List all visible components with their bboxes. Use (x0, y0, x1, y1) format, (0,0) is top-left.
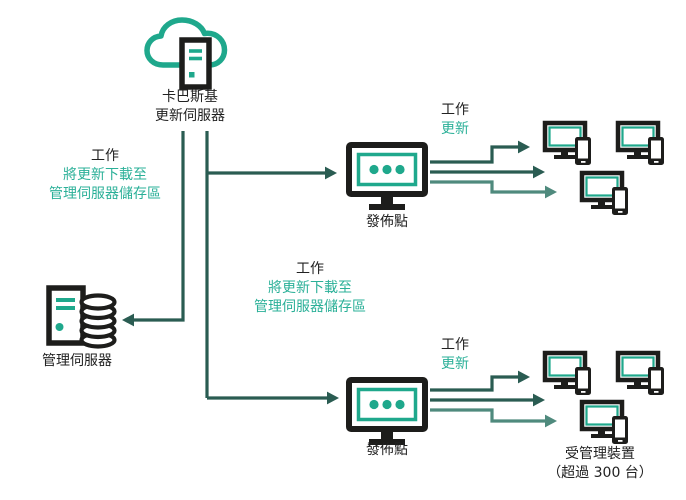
admin-server-label: 管理伺服器 (42, 353, 112, 369)
monitor-dots-icon (346, 377, 428, 445)
desktop-with-phone-icon (542, 120, 591, 165)
cloud-server-icon (144, 17, 228, 90)
kaspersky-label-line1: 卡巴斯基 (162, 89, 218, 105)
desktop-with-phone-icon (542, 350, 591, 395)
desktop-with-phone-icon (615, 120, 664, 165)
managed-devices-label-line2: （超過 300 台） (547, 465, 653, 481)
task-left: 工作 將更新下載至 管理伺服器儲存區 (15, 147, 195, 204)
task-top-right-line1: 更新 (441, 121, 469, 137)
task-bottom-right-title: 工作 (441, 337, 469, 353)
desktop-with-phone-icon (579, 170, 628, 215)
arrowhead-to-admin-server (122, 313, 134, 327)
task-left-line2: 管理伺服器儲存區 (49, 186, 161, 202)
task-middle-line2: 管理伺服器儲存區 (254, 299, 366, 315)
task-middle: 工作 將更新下載至 管理伺服器儲存區 (230, 260, 390, 317)
arrowhead-to-bottom-distribution-point (327, 391, 339, 405)
task-top-right-title: 工作 (441, 102, 469, 118)
task-bottom-right: 工作 更新 (420, 336, 490, 374)
desktop-with-phone-icon (579, 399, 628, 444)
desktop-with-phone-icon (615, 350, 664, 395)
task-left-line1: 將更新下載至 (63, 167, 147, 183)
task-middle-title: 工作 (296, 261, 324, 277)
edges-bottom-dp-to-devices (430, 370, 557, 428)
task-top-right: 工作 更新 (420, 101, 490, 139)
edge-cloud-to-admin-server (134, 131, 185, 322)
monitor-dots-icon (346, 142, 428, 210)
distribution-point-bottom-label: 發佈點 (366, 442, 408, 458)
task-left-title: 工作 (91, 148, 119, 164)
task-bottom-right-line1: 更新 (441, 356, 469, 372)
server-database-icon (46, 285, 117, 349)
distribution-point-top-label: 發佈點 (366, 214, 408, 230)
managed-devices-label-line1: 受管理裝置 (565, 446, 635, 462)
arrowhead-to-top-distribution-point (325, 166, 337, 180)
task-middle-line1: 將更新下載至 (268, 280, 352, 296)
kaspersky-update-server-label: 卡巴斯基 更新伺服器 (120, 88, 260, 126)
edges-top-dp-to-devices (430, 140, 557, 199)
kaspersky-label-line2: 更新伺服器 (155, 108, 225, 124)
managed-devices-label: 受管理裝置 （超過 300 台） (520, 445, 680, 483)
